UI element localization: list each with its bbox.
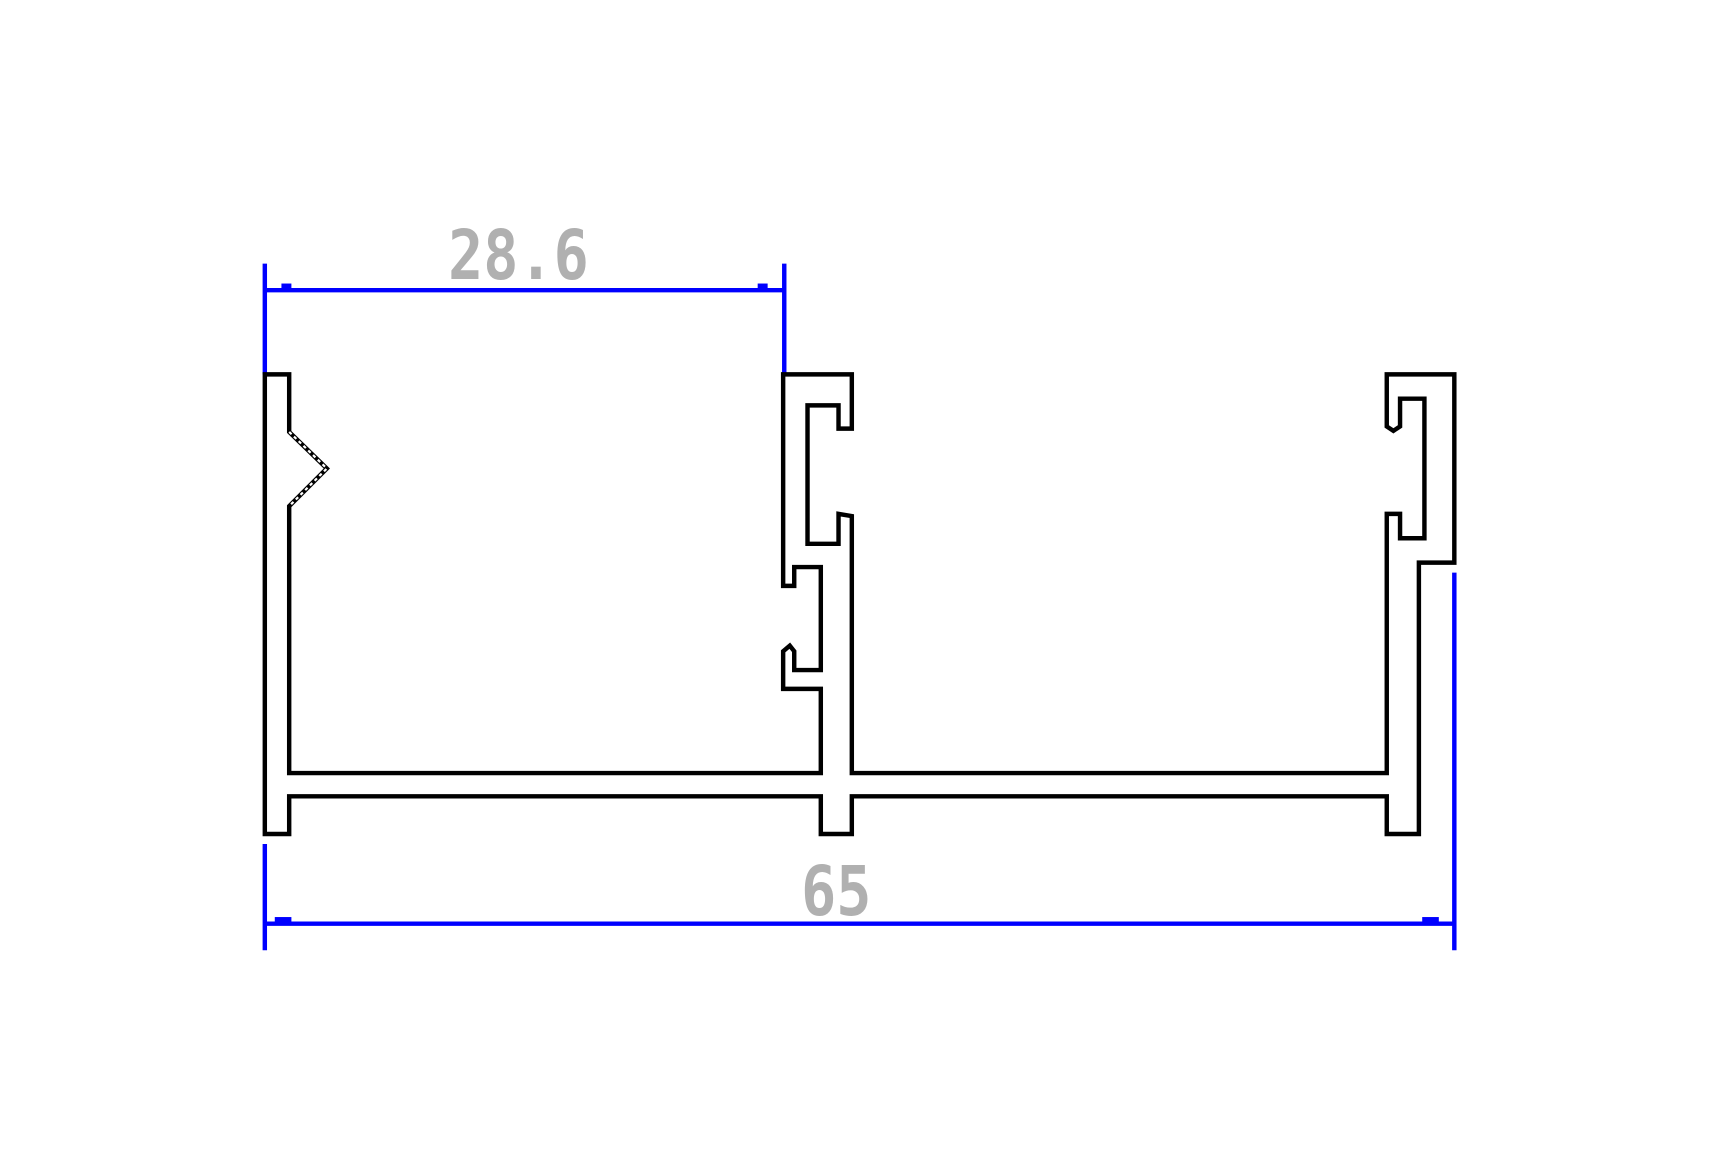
arrow-tick-bottom-right (1422, 917, 1439, 923)
dimension-label-top: 28.6 (448, 217, 589, 297)
arrow-tick-bottom-left (274, 917, 292, 923)
arrow-tick-top-left (281, 283, 292, 290)
aluminum-profile-outline (262, 372, 1457, 837)
dimension-label-bottom: 65 (801, 852, 871, 932)
v-groove-notch (288, 431, 329, 507)
dimension-bottom (262, 572, 1457, 951)
dimension-top (262, 263, 787, 375)
arrow-tick-top-right (757, 283, 768, 290)
